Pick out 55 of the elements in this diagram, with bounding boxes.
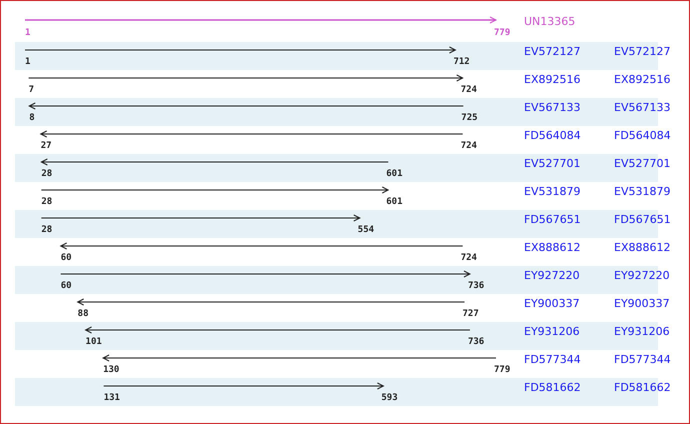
sequence-id: EV567133 <box>614 102 670 113</box>
position-number: 724 <box>460 86 477 95</box>
position-number: 1 <box>25 58 30 67</box>
sequence-id: EX892516 <box>524 74 580 85</box>
sequence-id: EX892516 <box>614 74 670 85</box>
sequence-id: FD564084 <box>524 130 581 141</box>
position-number: 60 <box>60 282 72 291</box>
position-number: 779 <box>494 29 510 38</box>
sequence-id: FD564084 <box>614 130 671 141</box>
position-number: 27 <box>40 142 52 151</box>
sequence-id: UN13365 <box>524 16 576 27</box>
sequence-id: EV567133 <box>524 102 580 113</box>
position-number: 593 <box>381 394 398 403</box>
position-number: 131 <box>104 394 120 403</box>
position-number: 28 <box>41 198 52 207</box>
position-number: 28 <box>41 170 52 179</box>
sequence-id: EY931206 <box>614 326 670 337</box>
position-number: 8 <box>29 114 35 123</box>
sequence-id: EV527701 <box>614 158 670 169</box>
position-number: 779 <box>494 366 510 375</box>
sequence-id: FD577344 <box>524 354 581 365</box>
sequence-id: FD581662 <box>524 382 581 393</box>
sequence-id: FD567651 <box>614 214 671 225</box>
position-number: 725 <box>461 114 478 123</box>
position-number: 736 <box>468 338 484 347</box>
position-number: 736 <box>468 282 484 291</box>
sequence-id: FD577344 <box>614 354 671 365</box>
sequence-id: EY931206 <box>524 326 580 337</box>
sequence-id: EY900337 <box>524 298 580 309</box>
position-number: 101 <box>86 338 102 347</box>
position-number: 724 <box>460 254 477 263</box>
position-number: 28 <box>41 226 52 235</box>
position-number: 60 <box>60 254 72 263</box>
sequence-id: EV572127 <box>524 46 580 57</box>
position-number: 724 <box>460 142 477 151</box>
sequence-id: FD581662 <box>614 382 671 393</box>
position-number: 1 <box>25 29 30 38</box>
sequence-id: EV527701 <box>524 158 580 169</box>
position-number: 7 <box>28 86 34 95</box>
sequence-id: EY900337 <box>614 298 670 309</box>
position-number: 712 <box>453 58 470 67</box>
position-number: 130 <box>103 366 120 375</box>
sequence-id: EY927220 <box>524 270 580 281</box>
sequence-id: FD567651 <box>524 214 581 225</box>
position-number: 554 <box>358 226 374 235</box>
position-number: 601 <box>386 170 402 179</box>
sequence-id: EX888612 <box>614 242 670 253</box>
sequence-id: EV531879 <box>614 186 670 197</box>
sequence-id: EV572127 <box>614 46 670 57</box>
position-number: 88 <box>78 310 88 319</box>
sequence-id: EV531879 <box>524 186 580 197</box>
position-number: 601 <box>386 198 402 207</box>
position-number: 727 <box>462 310 479 319</box>
sequence-id: EY927220 <box>614 270 670 281</box>
sequence-id: EX888612 <box>524 242 580 253</box>
